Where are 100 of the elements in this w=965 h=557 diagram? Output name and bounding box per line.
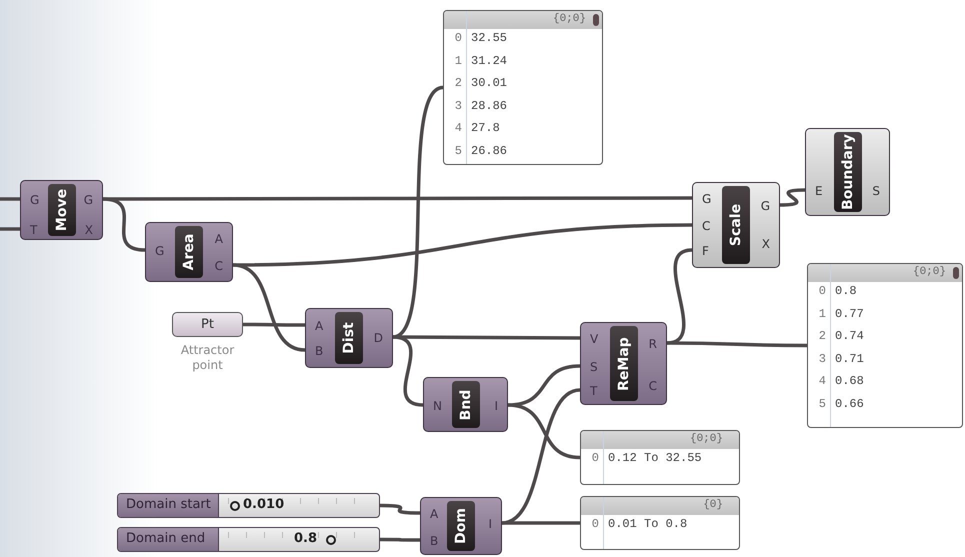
path-label: {0;0} <box>912 266 946 278</box>
slider-name: Domain start <box>126 497 211 512</box>
port-label: E <box>815 184 823 198</box>
port-label: C <box>214 259 223 273</box>
row-value: 0.68 <box>835 374 864 388</box>
path-label: {0;0} <box>552 13 586 25</box>
slider-value: 0.010 <box>243 497 284 512</box>
component-block <box>20 180 103 240</box>
row-value: 0.71 <box>835 352 864 366</box>
wire <box>380 538 420 542</box>
row-index: 3 <box>818 352 826 366</box>
component-block <box>420 497 502 555</box>
wire <box>667 341 807 348</box>
number-slider <box>117 527 380 552</box>
wire <box>380 504 420 515</box>
row-index: 0 <box>818 284 826 298</box>
port-label: A <box>315 319 324 333</box>
component-block <box>580 322 667 405</box>
row-value: 0.74 <box>835 329 864 343</box>
wire <box>508 403 580 460</box>
port-label: F <box>702 244 709 258</box>
wire <box>780 188 806 207</box>
port-label: C <box>702 219 710 233</box>
port-label: G <box>84 193 93 207</box>
wire <box>243 322 305 327</box>
path-label: {0;0} <box>690 433 723 445</box>
port-label: R <box>648 337 657 351</box>
port-label: I <box>494 399 498 413</box>
slider-name: Domain end <box>126 531 206 546</box>
slider-value: 0.8 <box>294 531 317 546</box>
component-block <box>692 182 780 268</box>
component-name: Area <box>181 234 197 270</box>
component-name: Dom <box>453 508 469 544</box>
wire <box>0 227 20 231</box>
port-label: B <box>430 534 438 548</box>
port-label: G <box>30 193 40 207</box>
row-index: 4 <box>454 121 462 135</box>
row-value: 0.12 To 32.55 <box>608 451 702 465</box>
port-label: G <box>760 199 770 213</box>
component-name: Move <box>54 188 70 232</box>
number-slider <box>117 493 380 518</box>
port-label: I <box>488 517 492 531</box>
port-label: X <box>84 223 93 237</box>
row-value: 0.66 <box>835 396 864 410</box>
row-index: 0 <box>590 451 599 465</box>
port-label: B <box>315 344 324 358</box>
port-label: T <box>590 384 598 398</box>
wire <box>232 223 692 267</box>
component-block <box>805 128 890 216</box>
row-index: 5 <box>818 396 826 410</box>
component-block <box>305 308 393 368</box>
row-value: 0.77 <box>835 306 864 320</box>
row-value: 0.01 To 0.8 <box>608 517 688 531</box>
port-label: S <box>590 360 598 374</box>
component-name: Dist <box>341 322 357 354</box>
data-panel <box>580 496 740 550</box>
wire <box>502 521 580 525</box>
component-block <box>145 222 233 282</box>
data-panel <box>807 263 963 428</box>
row-index: 3 <box>454 98 462 112</box>
row-index: 1 <box>454 54 462 68</box>
row-index: 1 <box>818 306 826 320</box>
port-label: C <box>648 379 657 393</box>
port-label: A <box>430 507 438 521</box>
row-value: 32.55 <box>471 31 508 45</box>
row-index: 5 <box>454 144 462 158</box>
row-index: 0 <box>454 31 462 45</box>
row-value: 26.86 <box>471 144 508 158</box>
port-label: T <box>30 223 38 237</box>
port-label: D <box>374 331 383 345</box>
component-name: Scale <box>728 204 744 246</box>
row-value: 0.8 <box>835 284 857 298</box>
component-name: ReMap <box>616 336 632 390</box>
port-label: A <box>214 232 223 246</box>
port-label: S <box>872 184 880 198</box>
port-label: N <box>433 399 442 413</box>
port-label: G <box>702 192 712 206</box>
wire <box>103 196 692 201</box>
parameter-name: Pt <box>201 317 214 332</box>
port-label: X <box>762 237 770 251</box>
port-label: V <box>590 332 598 346</box>
data-panel <box>443 10 603 165</box>
component-block <box>423 377 508 432</box>
row-value: 28.86 <box>471 98 508 112</box>
path-label: {0} <box>703 499 723 511</box>
row-index: 0 <box>590 517 599 531</box>
row-value: 30.01 <box>471 76 508 90</box>
wire <box>508 364 580 407</box>
annotation-text: Attractor point <box>180 343 236 373</box>
row-index: 2 <box>454 76 462 90</box>
row-value: 31.24 <box>471 54 508 68</box>
component-name: Boundary <box>840 134 856 210</box>
wire <box>232 263 306 352</box>
component-name: Bnd <box>458 389 474 420</box>
wire <box>0 197 20 201</box>
port-label: G <box>155 244 164 258</box>
row-value: 27.8 <box>471 121 500 135</box>
row-index: 4 <box>818 374 826 388</box>
data-panel <box>580 430 740 485</box>
parameter-block <box>172 312 243 337</box>
